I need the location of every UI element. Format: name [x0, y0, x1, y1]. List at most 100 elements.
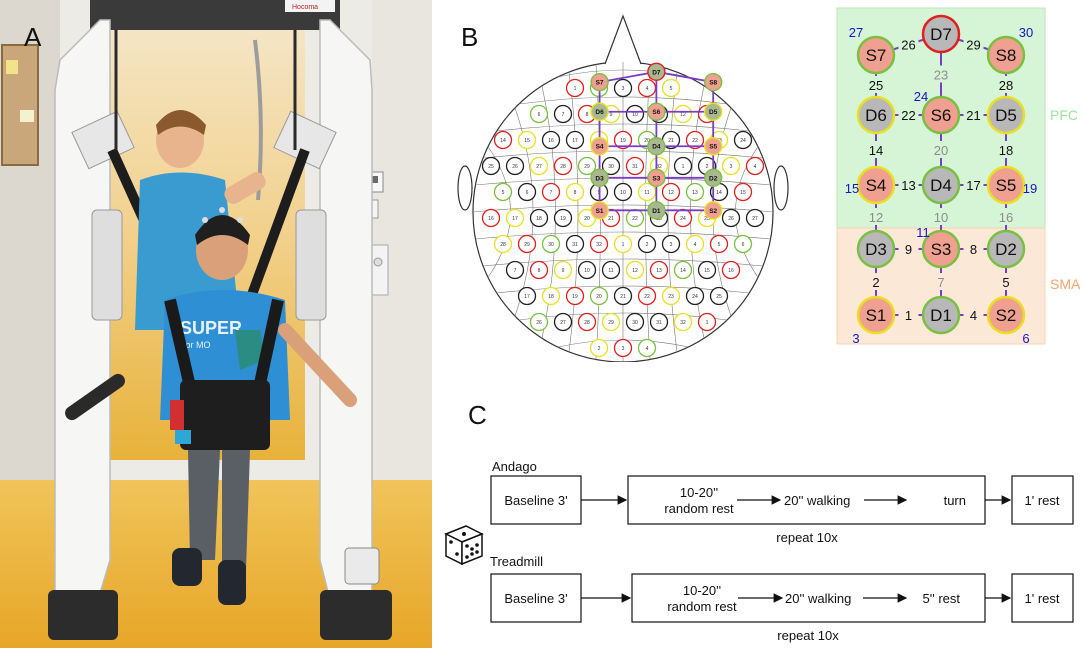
- head-position-number: 14: [716, 190, 722, 196]
- head-position-number: 3: [622, 86, 625, 92]
- head-position-circle: [529, 208, 549, 228]
- head-position-circle: [733, 234, 753, 254]
- head-position-number: 13: [656, 268, 662, 274]
- head-position-circle: [577, 156, 597, 176]
- head-position-circle: [517, 130, 537, 150]
- optode-label: D2: [995, 240, 1017, 259]
- head-position-number: 15: [704, 268, 710, 274]
- source-optode: [856, 35, 896, 75]
- head-position-number: 4: [694, 242, 697, 248]
- head-position-number: 9: [562, 268, 565, 274]
- head-position-number: 1: [622, 242, 625, 248]
- treadmill-baseline: Baseline 3': [504, 591, 567, 606]
- andago-end-step: turn: [944, 493, 966, 508]
- head-position-circle: [661, 286, 681, 306]
- head-position-circle: [625, 156, 645, 176]
- shirt-text: SUPER: [180, 318, 242, 338]
- channel-number-blue: 27: [849, 25, 863, 40]
- head-optode-label: D2: [709, 175, 718, 182]
- channel-label: 22: [901, 108, 915, 123]
- head-position-number: 22: [632, 216, 638, 222]
- channel-number-blue: 24: [914, 89, 928, 104]
- head-grid-line: [475, 231, 771, 240]
- head-position-circle: [589, 338, 609, 358]
- andago-title: Andago: [492, 459, 537, 474]
- head-position-circle: [565, 234, 585, 254]
- channel-label: 8: [970, 242, 977, 257]
- channel-label-bg: [866, 273, 886, 290]
- andago-final-box: [1011, 475, 1074, 525]
- head-optode-label: S2: [709, 208, 717, 215]
- head-position-number: 7: [562, 112, 565, 118]
- detector-optode: [921, 295, 961, 335]
- detector-optode: [921, 14, 961, 54]
- head-position-number: 5: [670, 86, 673, 92]
- channel-label-bg: [866, 208, 886, 225]
- head-position-number: 26: [728, 216, 734, 222]
- head-position-circle: [697, 260, 717, 280]
- channel-number-blue: 30: [1019, 25, 1033, 40]
- head-position-circle: [529, 104, 549, 124]
- optode-label: S4: [866, 176, 887, 195]
- head-position-circle: [661, 182, 681, 202]
- head-position-number: 24: [692, 294, 698, 300]
- channel-label-bg: [898, 240, 919, 257]
- head-optode: [647, 137, 666, 156]
- head-position-circle: [493, 182, 513, 202]
- optode-label: S2: [996, 306, 1017, 325]
- head-position-number: 30: [608, 164, 614, 170]
- channel-label-bg: [931, 141, 951, 158]
- head-position-circle: [613, 182, 633, 202]
- channel-label: 23: [934, 68, 948, 83]
- channel-label-bg: [898, 306, 919, 323]
- optode-label: S1: [866, 306, 887, 325]
- head-position-circle: [613, 234, 633, 254]
- right-ear-outline: [773, 165, 789, 211]
- head-grid-line: [496, 123, 750, 132]
- head-position-number: 20: [584, 216, 590, 222]
- shirt-text-sub: for MO: [183, 340, 211, 350]
- head-position-number: 27: [536, 164, 542, 170]
- source-optode: [921, 95, 961, 135]
- detector-optode: [856, 95, 896, 135]
- head-optode-label: S1: [596, 208, 604, 215]
- detector-optode: [986, 229, 1026, 269]
- head-position-circle: [613, 286, 633, 306]
- head-position-circle: [685, 182, 705, 202]
- detector-optode: [921, 165, 961, 205]
- head-position-number: 7: [514, 268, 517, 274]
- head-position-number: 6: [742, 242, 745, 248]
- head-grid-line: [667, 72, 678, 352]
- channel-label-bg: [963, 176, 984, 193]
- head-position-circle: [553, 208, 573, 228]
- head-position-number: 22: [692, 138, 698, 144]
- head-position-circle: [577, 260, 597, 280]
- photo-gait-trainer: Hocoma SUPER for MO: [0, 0, 432, 648]
- head-position-circle: [601, 156, 621, 176]
- head-position-number: 18: [548, 294, 554, 300]
- head-position-circle: [721, 156, 741, 176]
- optode-label: D3: [865, 240, 887, 259]
- channel-label-bg: [996, 273, 1016, 290]
- head-position-number: 25: [488, 164, 494, 170]
- head-grid-line: [483, 150, 763, 159]
- pfc-label: PFC: [1050, 107, 1078, 123]
- head-position-number: 1: [574, 86, 577, 92]
- channel-label-bg: [996, 141, 1016, 158]
- channel-label: 17: [966, 178, 980, 193]
- head-position-number: 7: [550, 190, 553, 196]
- head-position-circle: [529, 260, 549, 280]
- head-position-circle: [541, 182, 561, 202]
- head-position-number: 32: [596, 242, 602, 248]
- head-position-number: 11: [608, 268, 613, 274]
- head-position-circle: [637, 234, 657, 254]
- head-position-number: 16: [488, 216, 494, 222]
- head-position-circle: [553, 260, 573, 280]
- head-position-circle: [733, 182, 753, 202]
- head-optode: [704, 137, 723, 156]
- head-optode-label: D1: [652, 208, 661, 215]
- channel-label-bg: [963, 106, 984, 123]
- head-optode-label: D4: [652, 144, 661, 151]
- head-position-circle: [493, 130, 513, 150]
- head-position-circle: [553, 156, 573, 176]
